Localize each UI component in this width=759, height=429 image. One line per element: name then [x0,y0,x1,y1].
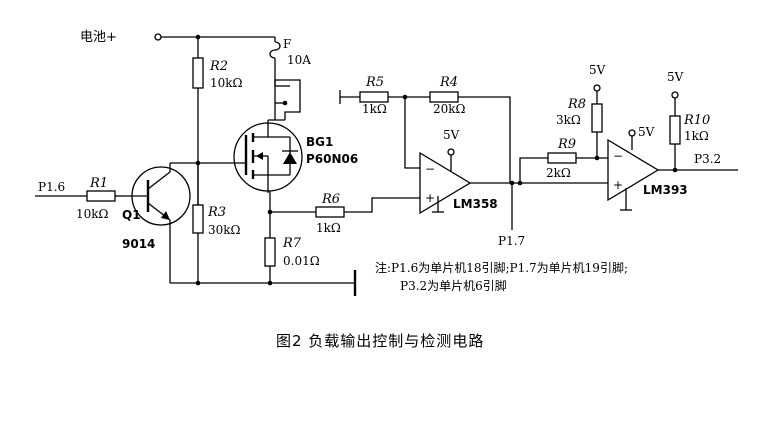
r3-resistor [192,204,204,234]
lm358-supply: 5V [443,128,460,142]
note-line1: 注:P1.6为单片机18引脚;P1.7为单片机19引脚; [375,260,628,275]
lm393-part: LM393 [643,183,688,197]
fuse-symbol [269,41,281,59]
r9-value: 2kΩ [546,166,571,180]
r8-ref: R8 [567,97,586,112]
r4-value: 20kΩ [433,102,466,116]
lm393-supply: 5V [638,125,655,139]
r4-resistor [429,91,459,103]
r10-value: 1kΩ [684,129,709,143]
lm358-plus: + [425,191,435,205]
lm393-plus: + [613,178,623,192]
lm358-symbol [419,151,472,215]
r1-value: 10kΩ [76,207,109,221]
r8-resistor [591,103,603,133]
r8-supply: 5V [589,63,606,77]
r10-supply: 5V [667,70,684,84]
r2-ref: R2 [209,59,228,74]
r1-ref: R1 [89,176,108,191]
r5-value: 1kΩ [362,102,387,116]
r8-value: 3kΩ [556,113,581,127]
r10-resistor [669,115,681,145]
q1-ref: Q1 [122,208,141,222]
r2-value: 10kΩ [210,76,243,90]
mosfet-part: P60N06 [306,152,358,166]
fuse-ref: F [283,37,291,51]
r10-ref: R10 [683,113,710,128]
r9-ref: R9 [557,137,576,152]
r7-value: 0.01Ω [283,254,320,268]
p16-label: P1.6 [38,180,65,194]
r5-ref: R5 [365,75,384,90]
battery-label: 电池+ [80,30,117,45]
r2-resistor [192,57,204,89]
r3-ref: R3 [207,205,226,220]
r7-ref: R7 [282,236,302,251]
lm358-part: LM358 [453,197,498,211]
r4-ref: R4 [439,75,458,90]
lm393-minus: − [613,149,623,163]
note-line2: P3.2为单片机6引脚 [400,278,507,293]
q1-part: 9014 [122,237,155,251]
r9-resistor [547,152,577,164]
r7-resistor [264,237,276,267]
battery-terminal [154,33,162,41]
p32-label: P3.2 [694,152,721,166]
r6-ref: R6 [321,192,340,207]
lm358-minus: − [425,162,435,176]
r6-value: 1kΩ [316,221,341,235]
r5-resistor [359,91,389,103]
fuse-value: 10A [287,53,311,67]
r3-value: 30kΩ [208,223,241,237]
figure-caption: 图2 负载输出控制与检测电路 [276,332,484,350]
r1-resistor [86,190,116,202]
r6-resistor [315,206,345,218]
mosfet-ref: BG1 [306,135,333,149]
lm393-symbol [607,138,660,202]
p17-label: P1.7 [498,234,525,248]
